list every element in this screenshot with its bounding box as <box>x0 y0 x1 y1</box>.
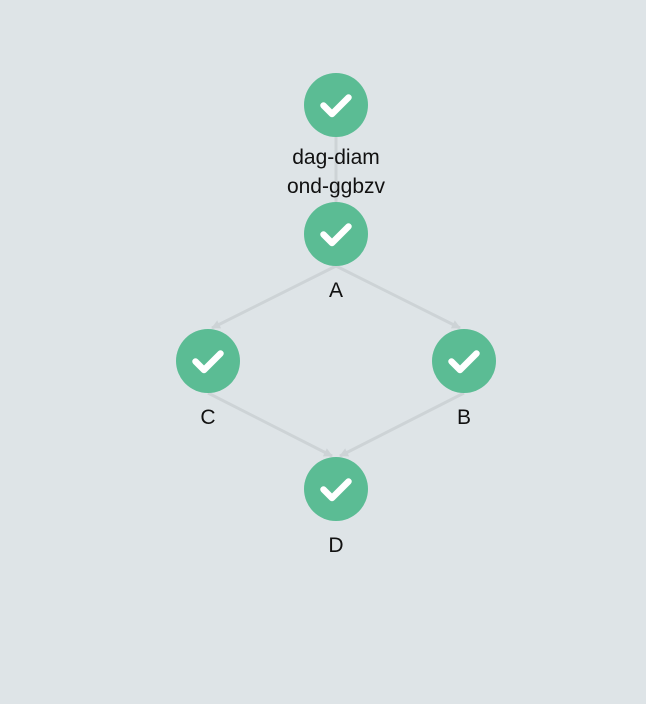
edge-b-to-d <box>339 391 465 458</box>
edge-c-to-d <box>207 391 333 458</box>
node-label-dag-diamond: dag-diam ond-ggbzv <box>286 146 386 198</box>
node-label-b: B <box>456 406 471 429</box>
node-label-c: C <box>200 406 216 429</box>
check-icon <box>448 350 480 374</box>
check-icon <box>192 350 224 374</box>
check-icon <box>320 94 352 118</box>
check-icon <box>320 478 352 502</box>
node-label-a: A <box>328 279 343 302</box>
edge-a-to-b <box>335 264 461 330</box>
node-a[interactable] <box>304 202 368 266</box>
edge-a-to-c <box>211 264 337 330</box>
node-dag-diamond[interactable] <box>304 73 368 137</box>
check-icon <box>320 223 352 247</box>
node-b[interactable] <box>432 329 496 393</box>
node-label-d: D <box>328 534 344 557</box>
node-d[interactable] <box>304 457 368 521</box>
node-c[interactable] <box>176 329 240 393</box>
